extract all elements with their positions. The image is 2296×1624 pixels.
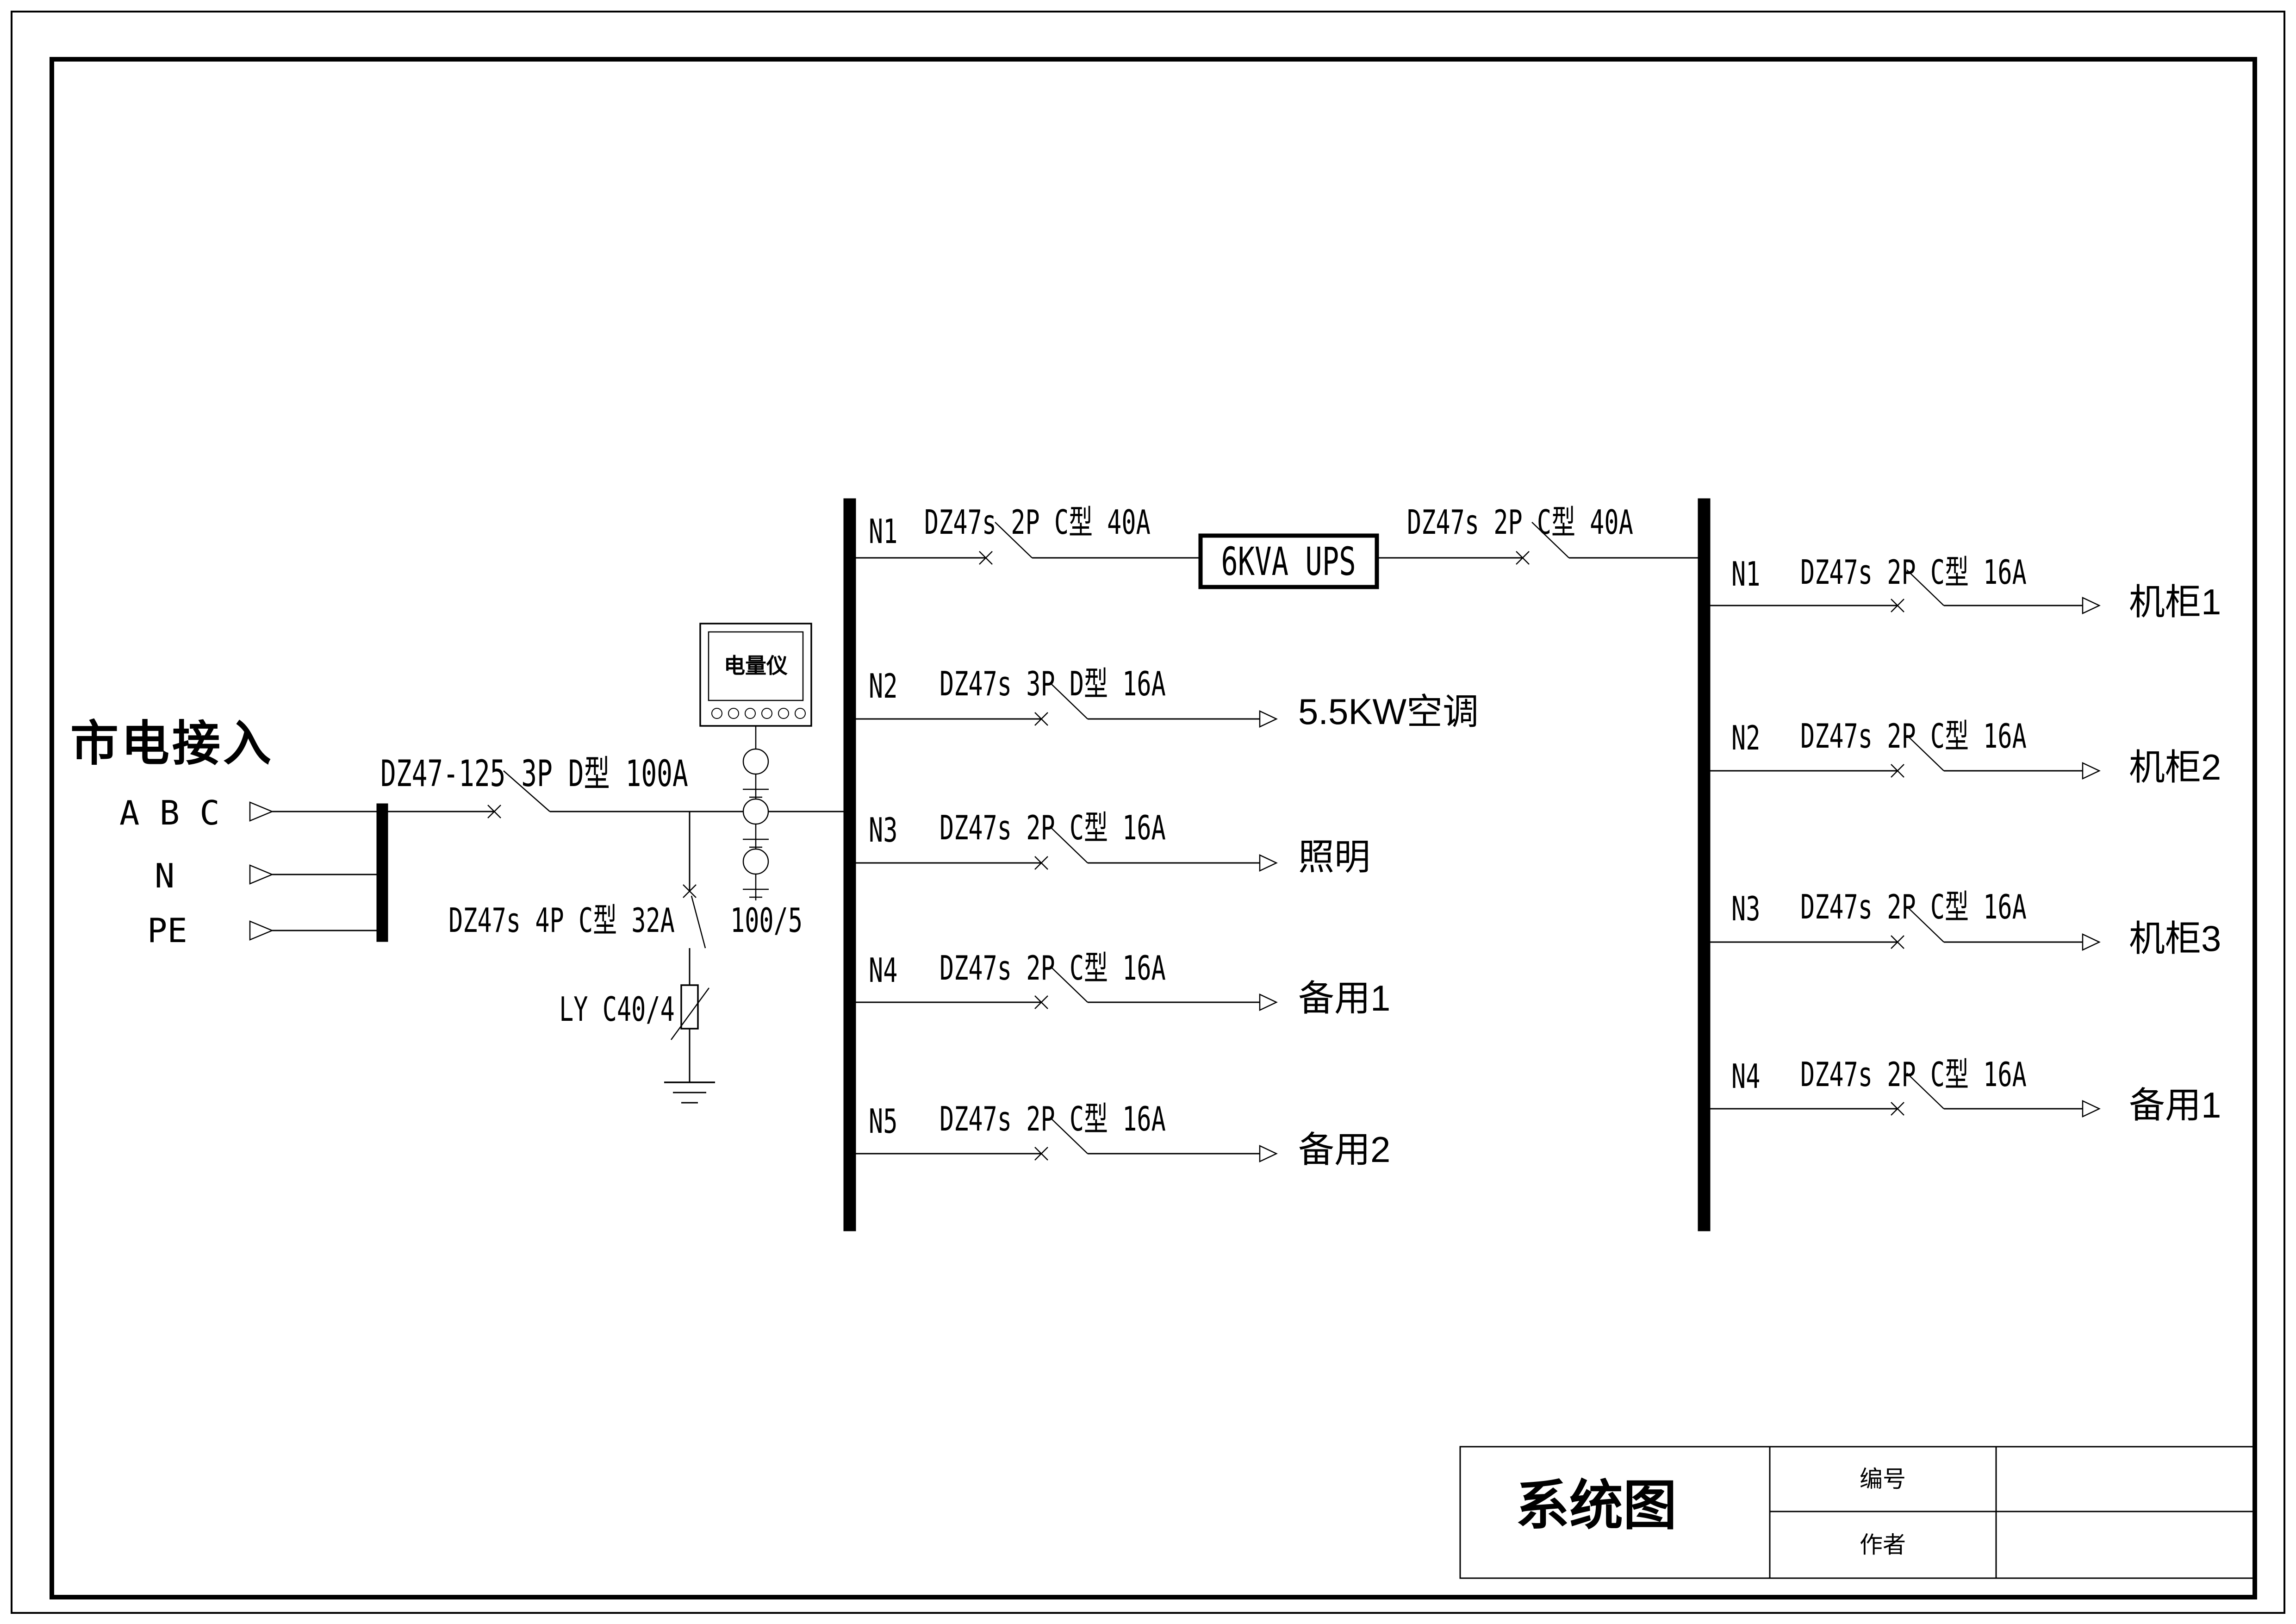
- input-arrow-phase: [249, 801, 274, 822]
- feeder-id: N4: [1731, 1057, 1761, 1096]
- neutral-label: N: [155, 856, 175, 895]
- feeder-spec: DZ47s 2P C型 40A: [924, 503, 1151, 542]
- feeder-n2: [855, 683, 1278, 728]
- feeder-spec: DZ47s 2P C型 16A: [940, 1099, 1166, 1138]
- feeder-id: N1: [869, 512, 898, 551]
- incoming-busbar: [376, 803, 388, 942]
- energy-meter: [699, 623, 812, 727]
- feeder-load: 照明: [1298, 837, 1371, 877]
- ct-symbol: [742, 748, 769, 775]
- ups-label: 6KVA UPS: [1221, 539, 1356, 584]
- load-arrow: [2082, 762, 2101, 780]
- feeder-spec: DZ47s 2P C型 16A: [1800, 1055, 2027, 1094]
- title-block-title: 系统图: [1516, 1475, 1677, 1536]
- feeder-load: 5.5KW空调: [1298, 691, 1479, 732]
- feeder-load: 机柜3: [2129, 918, 2221, 959]
- feeder-load: 备用1: [1298, 978, 1391, 1018]
- feeder-id: N3: [869, 811, 898, 849]
- incoming-title: 市电接入: [70, 717, 274, 771]
- ups-box: [1198, 533, 1379, 589]
- feeder2-n2: [1710, 735, 2101, 780]
- ct-symbol: [742, 798, 769, 825]
- main-breaker-label: DZ47-125 3P D型 100A: [380, 753, 688, 795]
- feeder-id: N3: [1731, 889, 1761, 928]
- input-arrow-earth: [249, 920, 274, 941]
- main-breaker: [487, 770, 550, 818]
- feeder-id: N2: [1731, 718, 1761, 757]
- feeder-load: 机柜1: [2129, 581, 2221, 622]
- surge-breaker: [683, 884, 706, 949]
- feeder2-n1: [1710, 569, 2101, 614]
- ground-symbol: [664, 1081, 715, 1104]
- feeder-n1-ups: [855, 522, 1699, 589]
- breaker-blade: [503, 770, 550, 812]
- feeder-spec: DZ47s 2P C型 16A: [1800, 887, 2027, 926]
- feeder-id: N4: [869, 951, 898, 990]
- meter-buttons: [711, 708, 806, 719]
- main-circuit: [387, 770, 844, 818]
- meter-label: 电量仪: [724, 654, 788, 678]
- phase-label: A B C: [119, 793, 220, 832]
- ct-column: [742, 726, 769, 900]
- load-arrow: [1259, 1145, 1278, 1162]
- load-arrow: [1259, 710, 1278, 728]
- feeder-load: 备用1: [2129, 1085, 2221, 1125]
- title-block-grid: [1459, 1446, 2256, 1579]
- feeder-spec: DZ47s 2P C型 16A: [1800, 553, 2027, 592]
- feeder-id: N5: [869, 1102, 898, 1141]
- load-arrow: [2082, 933, 2101, 951]
- feeder-load: 备用2: [1298, 1129, 1391, 1170]
- feeder-n5: [855, 1118, 1278, 1162]
- distribution-busbar-2: [1698, 498, 1711, 1231]
- surge-branch: [664, 812, 715, 1104]
- sheet-border-outer: [11, 11, 2285, 1614]
- load-arrow: [1259, 854, 1278, 872]
- ct-symbol: [742, 848, 769, 875]
- feeder-spec: DZ47s 3P D型 16A: [940, 664, 1166, 703]
- feeder2-n3: [1710, 906, 2101, 951]
- breaker-blade: [691, 895, 706, 949]
- surge-arrester-label: LY C40/4: [559, 990, 675, 1029]
- title-block-field1-label: 编号: [1860, 1466, 1906, 1492]
- load-arrow: [2082, 1100, 2101, 1118]
- feeder-spec: DZ47s 2P C型 16A: [940, 808, 1166, 847]
- feeder-load: 机柜2: [2129, 747, 2221, 787]
- feeder-id: N1: [1731, 555, 1761, 593]
- feeder2-n4: [1710, 1073, 2101, 1118]
- feeder-spec: DZ47s 2P C型 16A: [940, 949, 1166, 987]
- ups-output-breaker-label: DZ47s 2P C型 40A: [1407, 503, 1633, 542]
- meter-screen: [708, 631, 804, 701]
- feeder-id: N2: [869, 667, 898, 706]
- surge-breaker-label: DZ47s 4P C型 32A: [448, 901, 675, 940]
- ct-ratio-label: 100/5: [730, 901, 803, 940]
- earth-label: PE: [147, 911, 187, 950]
- incoming-feeders: [249, 801, 388, 942]
- input-arrow-neutral: [249, 864, 274, 885]
- feeder-spec: DZ47s 2P C型 16A: [1800, 717, 2027, 756]
- feeder-n3: [855, 827, 1278, 872]
- feeder-n4: [855, 966, 1278, 1011]
- distribution-busbar-1: [843, 498, 856, 1231]
- load-arrow: [2082, 597, 2101, 614]
- feeder-breaker: [1516, 522, 1569, 565]
- load-arrow: [1259, 993, 1278, 1011]
- feeder-breaker: [979, 522, 1033, 565]
- title-block-field2-label: 作者: [1860, 1532, 1906, 1558]
- sheet-border-inner: [50, 57, 2257, 1599]
